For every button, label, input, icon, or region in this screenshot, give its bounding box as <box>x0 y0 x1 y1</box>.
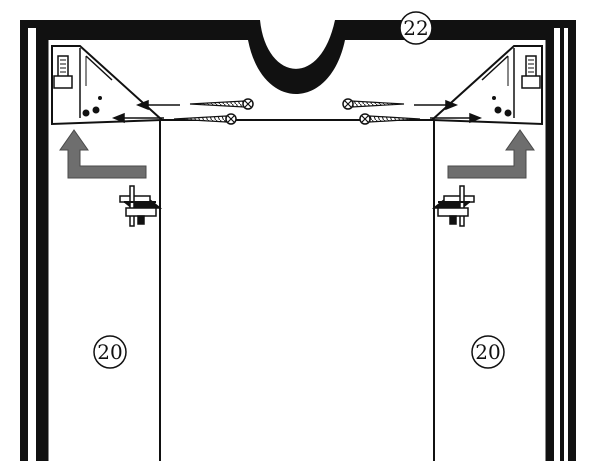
arrow-left-lower <box>111 112 125 124</box>
arrow-left-upper <box>135 99 149 111</box>
left-latch-icon <box>57 55 69 79</box>
direction-arrows <box>111 99 483 124</box>
hinge-bracket-icon <box>431 185 475 227</box>
right-corner-bracket <box>429 45 543 126</box>
arrow-right-lower <box>469 112 483 124</box>
arrow-right-upper <box>445 99 459 111</box>
right-wall-edge <box>560 28 564 461</box>
left-corner-bracket <box>51 45 165 126</box>
left-peg-hole-1 <box>82 109 90 117</box>
screw-icon <box>342 98 405 110</box>
callout-20-left-label: 20 <box>97 340 122 364</box>
insert-arrow-icon <box>59 129 147 179</box>
callout-22: 22 <box>399 11 433 45</box>
screw-icon <box>173 113 237 125</box>
hinge-bracket-icon <box>119 185 163 227</box>
left-wall-edge <box>36 28 40 461</box>
left-peg-hole-2 <box>92 106 100 114</box>
callout-20-right-label: 20 <box>475 340 500 364</box>
callout-20-left: 20 <box>93 335 127 369</box>
callout-22-label: 22 <box>403 16 428 40</box>
cabinet-frame <box>20 20 576 461</box>
screw-icon <box>189 98 254 110</box>
right-peg-hole-1 <box>504 109 512 117</box>
right-latch-icon <box>525 55 537 79</box>
top-panel-22 <box>48 20 546 94</box>
insert-arrow-icon <box>447 129 535 179</box>
callout-20-right: 20 <box>471 335 505 369</box>
top-panel <box>48 20 546 94</box>
insert-arrows <box>59 129 535 179</box>
screw-icon <box>359 113 421 125</box>
right-peg-hole-2 <box>494 106 502 114</box>
screws <box>173 98 421 125</box>
